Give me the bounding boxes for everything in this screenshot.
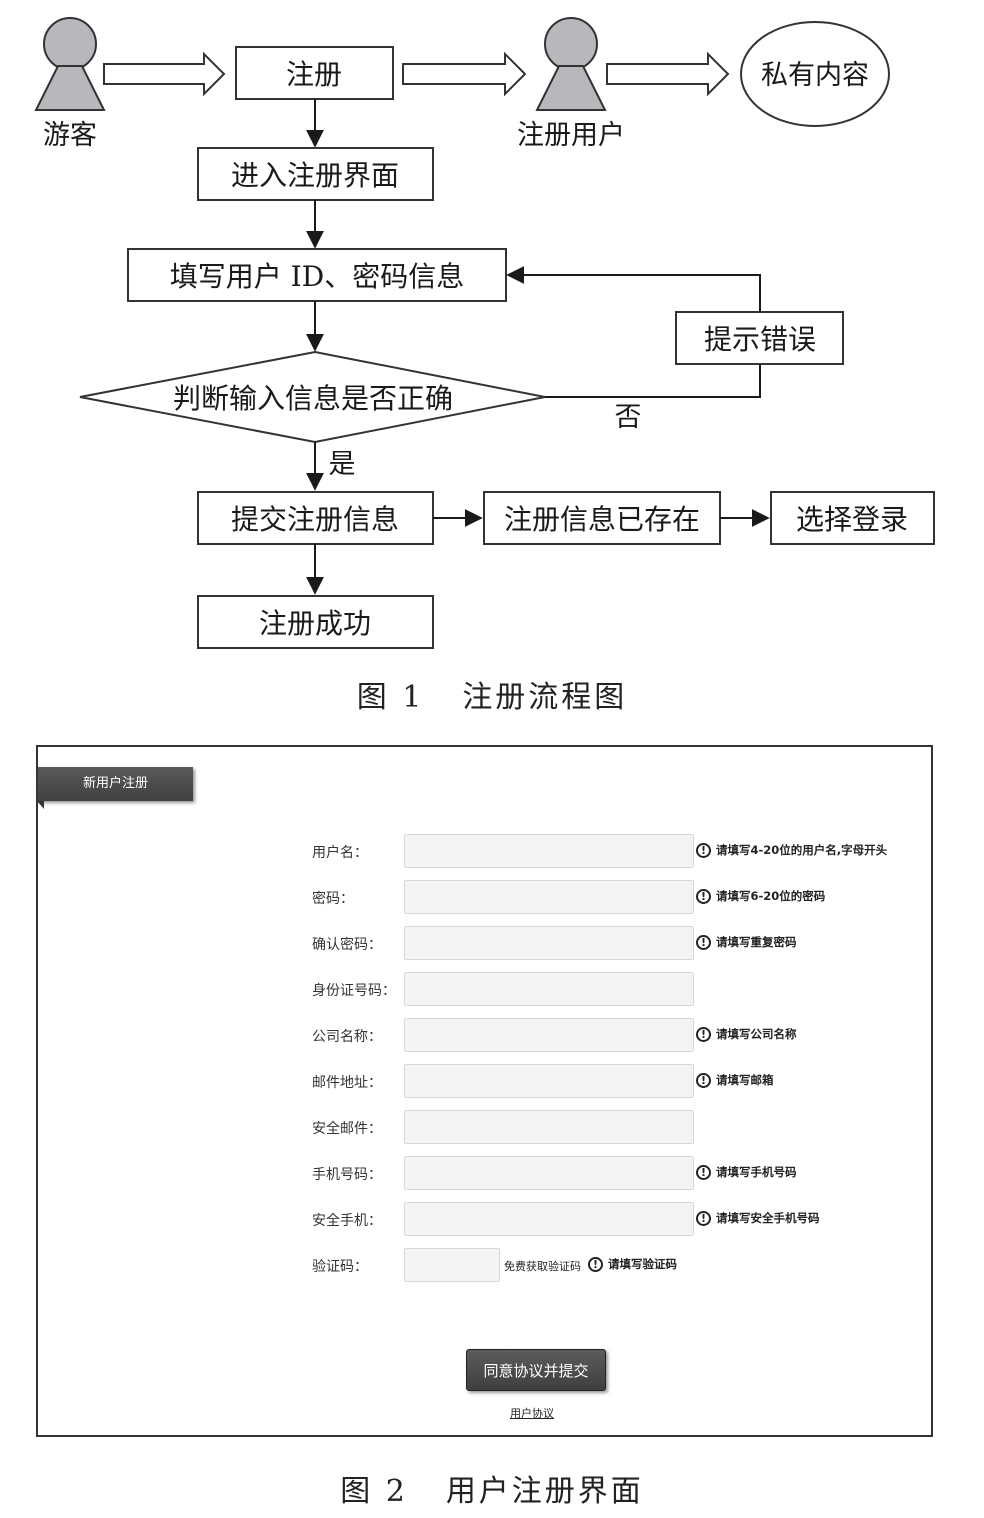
security-phone-input[interactable] (404, 1202, 694, 1236)
confirm-password-label: 确认密码： (312, 937, 382, 953)
yes-label: 是 (329, 449, 356, 480)
security-email-input[interactable] (404, 1110, 694, 1144)
flow-line-no (545, 364, 761, 398)
judge-label: 判断输入信息是否正确 (173, 382, 453, 415)
registration-flowchart: 游客 注册 注册用户 私有内容 进入注册界面 填写用户 ID、密码信息 判断输入… (34, 17, 935, 649)
warning-icon: ! (696, 1210, 711, 1226)
confirm-password-input[interactable] (404, 926, 694, 960)
no-label: 否 (615, 402, 642, 433)
figure-2-caption: 图 2 用户注册界面 (0, 1466, 984, 1510)
form-row-username: 用户名： ! 请填写4-20位的用户名,字母开头 (38, 834, 931, 868)
username-label: 用户名： (312, 845, 368, 861)
company-label: 公司名称： (312, 1029, 382, 1045)
security-phone-hint: ! 请填写安全手机号码 (696, 1210, 820, 1226)
phone-hint-text: 请填写手机号码 (716, 1165, 797, 1179)
hollow-arrow-icon (402, 51, 527, 97)
registered-user-label: 注册用户 (517, 120, 625, 151)
form-row-captcha: 验证码： 免费获取验证码 ! 请填写验证码 (38, 1248, 931, 1282)
warning-icon: ! (696, 1026, 711, 1042)
private-content-ellipse (740, 21, 890, 127)
warning-icon: ! (588, 1256, 603, 1272)
email-hint: ! 请填写邮箱 (696, 1072, 774, 1088)
security-phone-label: 安全手机： (312, 1213, 382, 1229)
password-input[interactable] (404, 880, 694, 914)
figure-2-number: 图 2 (340, 1474, 408, 1509)
figure-2-title: 用户注册界面 (445, 1474, 644, 1509)
success-label: 注册成功 (259, 607, 371, 640)
enter-page-label: 进入注册界面 (231, 159, 399, 192)
phone-input[interactable] (404, 1156, 694, 1190)
warning-icon: ! (696, 842, 711, 858)
flow-arrow-back (506, 266, 761, 312)
info-exists-label: 注册信息已存在 (504, 503, 700, 536)
password-hint: ! 请填写6-20位的密码 (696, 888, 825, 904)
captcha-label: 验证码： (312, 1259, 368, 1275)
id-number-label: 身份证号码： (312, 983, 396, 999)
password-hint-text: 请填写6-20位的密码 (716, 889, 826, 903)
confirm-password-hint: ! 请填写重复密码 (696, 934, 797, 950)
choose-login-label: 选择登录 (796, 503, 908, 536)
user-agreement-link[interactable]: 用户协议 (510, 1407, 554, 1420)
choose-login-box (770, 491, 935, 545)
register-label: 注册 (286, 58, 342, 91)
company-hint-text: 请填写公司名称 (716, 1027, 797, 1041)
get-captcha-link[interactable]: 免费获取验证码 (504, 1260, 581, 1273)
email-label: 邮件地址： (312, 1075, 382, 1091)
hollow-arrow-icon (103, 51, 226, 97)
fill-info-box (127, 248, 507, 302)
warning-icon: ! (696, 934, 711, 950)
form-row-security-phone: 安全手机： ! 请填写安全手机号码 (38, 1202, 931, 1236)
phone-hint: ! 请填写手机号码 (696, 1164, 797, 1180)
form-row-phone: 手机号码： ! 请填写手机号码 (38, 1156, 931, 1190)
form-row-company: 公司名称： ! 请填写公司名称 (38, 1018, 931, 1052)
success-box (197, 595, 434, 649)
form-row-confirm-password: 确认密码： ! 请填写重复密码 (38, 926, 931, 960)
register-box (235, 46, 394, 100)
fill-info-label: 填写用户 ID、密码信息 (170, 260, 464, 293)
company-input[interactable] (404, 1018, 694, 1052)
new-user-registration-tab[interactable]: 新用户注册 (37, 767, 193, 809)
security-email-label: 安全邮件： (312, 1121, 382, 1137)
agree-and-submit-button[interactable]: 同意协议并提交 (466, 1349, 606, 1391)
form-row-id-number: 身份证号码： (38, 972, 931, 1006)
captcha-hint-text: 请填写验证码 (608, 1257, 677, 1271)
show-error-label: 提示错误 (704, 323, 816, 356)
warning-icon: ! (696, 1072, 711, 1088)
visitor-person-icon (34, 17, 106, 111)
visitor-label: 游客 (43, 120, 97, 151)
submit-info-label: 提交注册信息 (231, 503, 399, 536)
captcha-input[interactable] (404, 1248, 500, 1282)
figure-1-number: 图 1 (356, 680, 425, 715)
captcha-hint: ! 请填写验证码 (588, 1256, 677, 1272)
info-exists-box (483, 491, 721, 545)
registration-form-screenshot: 新用户注册 用户名： ! 请填写4-20位的用户名,字母开头 密码： ! 请填写6-… (36, 745, 933, 1437)
hollow-arrow-icon (606, 51, 730, 97)
email-input[interactable] (404, 1064, 694, 1098)
warning-icon: ! (696, 888, 711, 904)
email-hint-text: 请填写邮箱 (716, 1073, 774, 1087)
username-input[interactable] (404, 834, 694, 868)
form-row-password: 密码： ! 请填写6-20位的密码 (38, 880, 931, 914)
warning-icon: ! (696, 1164, 711, 1180)
security-phone-hint-text: 请填写安全手机号码 (716, 1211, 820, 1225)
password-label: 密码： (312, 891, 354, 907)
company-hint: ! 请填写公司名称 (696, 1026, 797, 1042)
username-hint-text: 请填写4-20位的用户名,字母开头 (716, 843, 888, 857)
registered-user-person-icon (535, 17, 607, 111)
phone-label: 手机号码： (312, 1167, 382, 1183)
form-row-security-email: 安全邮件： (38, 1110, 931, 1144)
username-hint: ! 请填写4-20位的用户名,字母开头 (696, 842, 887, 858)
private-content-label: 私有内容 (761, 60, 869, 91)
figure-1-title: 注册流程图 (462, 680, 628, 715)
confirm-password-hint-text: 请填写重复密码 (716, 935, 797, 949)
id-number-input[interactable] (404, 972, 694, 1006)
form-row-email: 邮件地址： ! 请填写邮箱 (38, 1064, 931, 1098)
figure-1-caption: 图 1 注册流程图 (0, 672, 984, 716)
